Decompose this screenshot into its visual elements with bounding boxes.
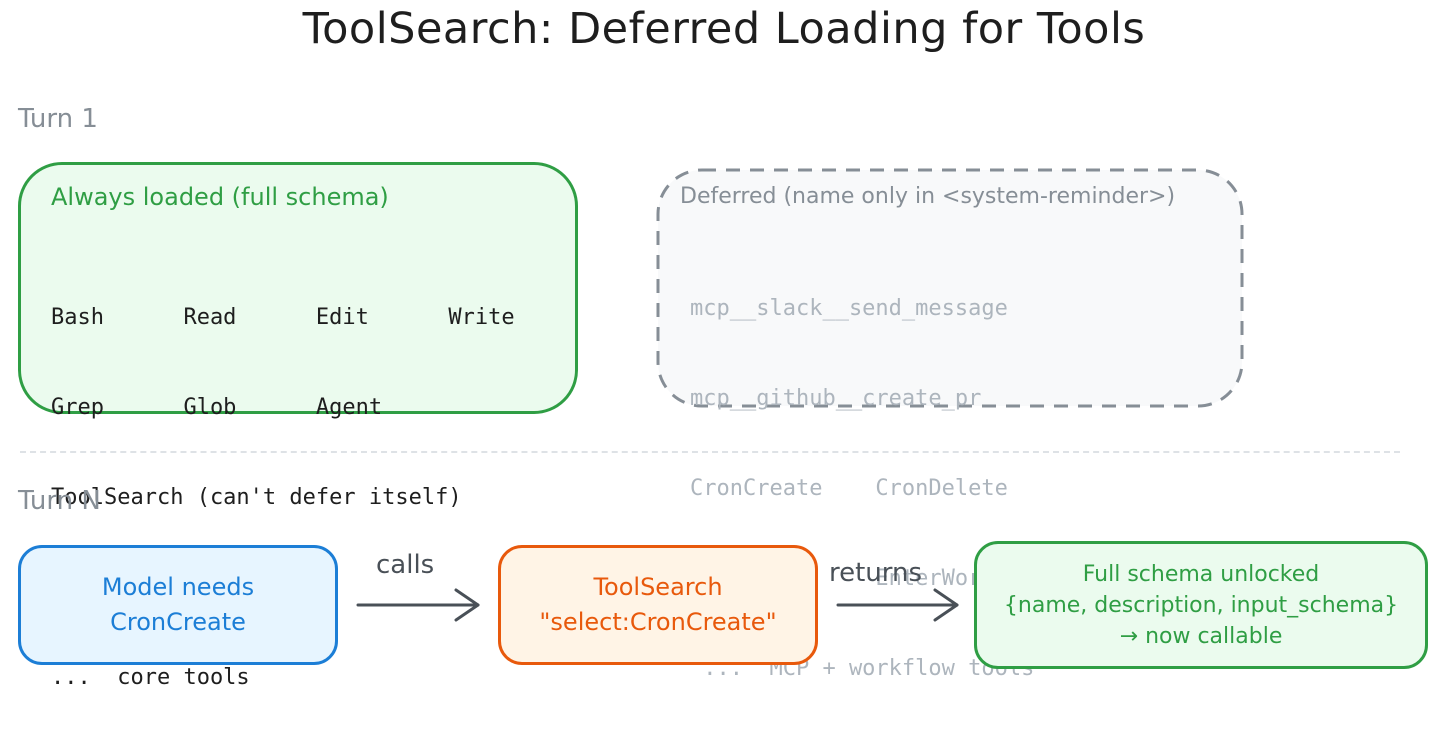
deferred-line: mcp__github__create_pr [690,386,982,411]
flow-arrows [356,588,959,622]
always-loaded-heading: Always loaded (full schema) [51,183,389,211]
turn-1-label: Turn 1 [18,104,98,134]
schema-unlocked-title: Full schema unlocked [1082,561,1320,587]
calls-arrow [356,588,480,622]
deferred-dashed-border [656,168,1244,408]
schema-unlocked-fields: {name, description, input_schema} [1003,592,1399,618]
model-needs-tool: CronCreate [110,608,246,636]
model-needs-line: Model needs [101,573,255,601]
turn-divider [20,451,1400,453]
turn-n-label: Turn N [18,486,101,516]
returns-label: returns [829,558,923,588]
deferred-heading: Deferred (name only in <system-reminder>… [680,184,1176,209]
calls-label: calls [376,550,435,580]
diagram-title: ToolSearch: Deferred Loading for Tools [302,4,1146,54]
always-loaded-line: Grep Glob Agent [51,395,383,420]
toolsearch-query: "select:CronCreate" [539,608,777,636]
always-loaded-line: ToolSearch (can't defer itself) [51,485,462,510]
toolsearch-name: ToolSearch [593,573,723,601]
model-needs-box: Model needs CronCreate [18,545,338,665]
deferred-line: mcp__slack__send_message [690,296,1008,321]
always-loaded-line: Bash Read Edit Write [51,305,515,330]
returns-arrow [836,588,959,622]
toolsearch-box: ToolSearch "select:CronCreate" [498,545,818,665]
schema-unlocked-box: Full schema unlocked {name, description,… [974,541,1428,669]
deferred-line: CronCreate CronDelete [690,476,1008,501]
always-loaded-line: ... core tools [51,665,250,690]
schema-unlocked-callable: → now callable [1119,623,1283,649]
